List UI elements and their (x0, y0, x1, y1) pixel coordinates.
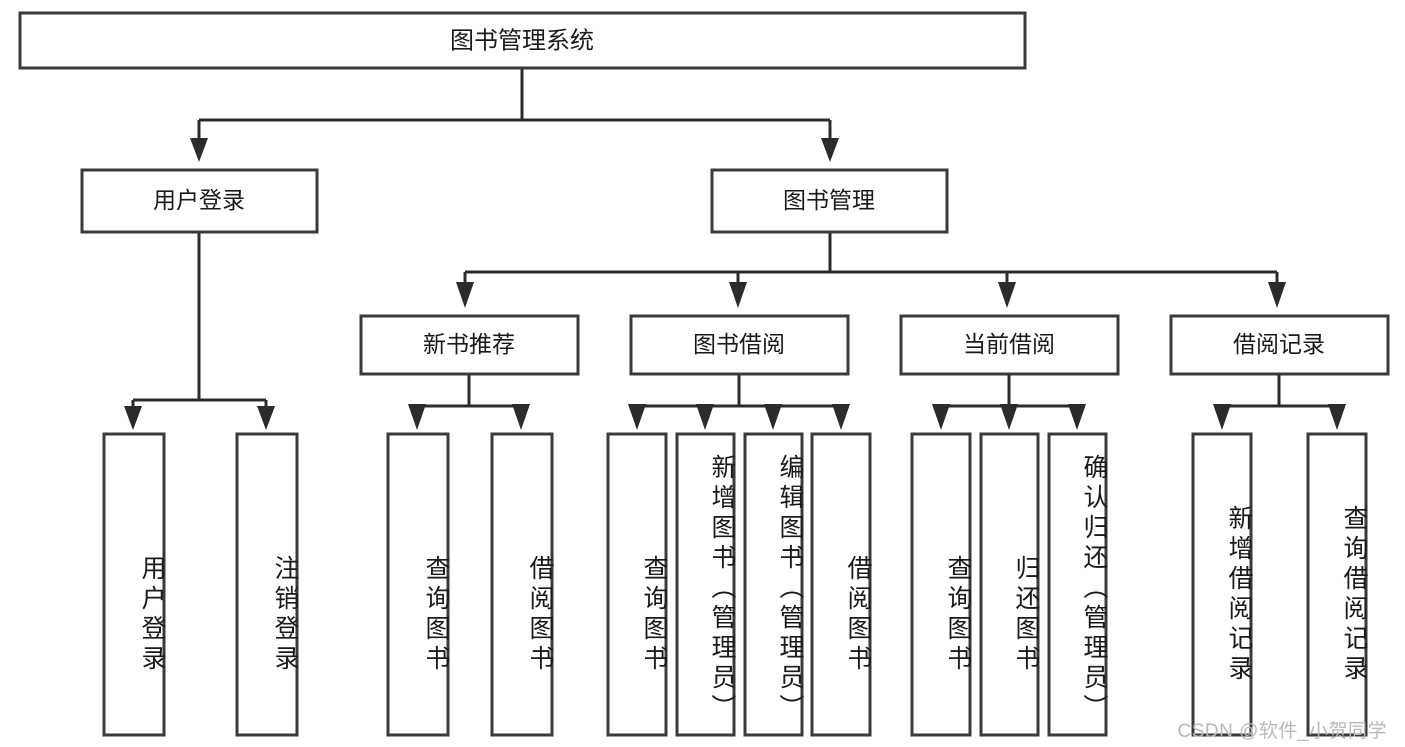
node-user-login[interactable]: 用户登录 (80, 168, 319, 234)
arrow-level3-4 (1268, 282, 1286, 308)
leaf-group-user-login (102, 432, 299, 737)
arrow-bookmgmt (821, 138, 839, 162)
arrow-leaf-record-1 (1213, 404, 1231, 430)
leaf-group-current-borrow (910, 432, 1108, 737)
arrow-leaf-newbook-1 (408, 404, 426, 430)
node-borrow-record-label: 借阅记录 (1233, 331, 1325, 357)
arrow-leaf-current-3 (1068, 404, 1086, 430)
arrow-leaf-user-login-2 (257, 406, 275, 430)
node-book-management-label: 图书管理 (783, 187, 875, 213)
arrow-leaf-user-login-1 (124, 406, 142, 430)
connector-group-bookmgmt (456, 232, 1286, 308)
node-root[interactable]: 图书管理系统 (18, 11, 1027, 70)
arrow-level3-3 (998, 282, 1016, 308)
node-root-label: 图书管理系统 (450, 27, 594, 54)
node-user-login-label: 用户登录 (153, 187, 245, 213)
leaf-box-user-login-2[interactable] (235, 432, 299, 737)
connector-group-record (1213, 374, 1346, 430)
node-borrow-record[interactable]: 借阅记录 (1169, 314, 1390, 376)
connector-group-current (932, 374, 1086, 430)
leaf-box-new-book-2[interactable] (490, 432, 554, 737)
leaf-box-current-borrow-3[interactable] (1047, 432, 1108, 737)
node-borrow-record-box[interactable] (1169, 314, 1390, 376)
leaf-box-book-borrow-1[interactable] (606, 432, 668, 737)
leaf-group-borrow-record (1191, 432, 1368, 737)
arrow-leaf-borrow-4 (832, 404, 850, 430)
node-book-borrow-box[interactable] (629, 314, 850, 376)
leaf-box-borrow-record-1[interactable] (1191, 432, 1253, 737)
leaf-box-current-borrow-1[interactable] (910, 432, 972, 737)
leaf-box-book-borrow-2[interactable] (675, 432, 736, 737)
arrow-leaf-current-1 (932, 404, 950, 430)
arrow-level3-1 (456, 282, 474, 308)
node-book-management-box[interactable] (710, 168, 949, 234)
arrow-leaf-newbook-2 (512, 404, 530, 430)
connector-group-userlogin (124, 232, 275, 430)
node-current-borrow-label: 当前借阅 (963, 331, 1055, 357)
node-book-management[interactable]: 图书管理 (710, 168, 949, 234)
node-new-book-recommend-box[interactable] (359, 314, 580, 376)
leaf-box-book-borrow-4[interactable] (810, 432, 872, 737)
node-new-book-recommend[interactable]: 新书推荐 (359, 314, 580, 376)
node-current-borrow[interactable]: 当前借阅 (899, 314, 1120, 376)
leaf-box-user-login-1[interactable] (102, 432, 166, 737)
arrow-leaf-borrow-1 (628, 404, 646, 430)
leaf-box-book-borrow-3[interactable] (743, 432, 804, 737)
node-current-borrow-box[interactable] (899, 314, 1120, 376)
connector-group-root (190, 68, 839, 162)
leaf-group-new-book (386, 432, 554, 737)
node-user-login-box[interactable] (80, 168, 319, 234)
connector-group-borrow (628, 374, 850, 430)
node-book-borrow[interactable]: 图书借阅 (629, 314, 850, 376)
leaf-box-current-borrow-2[interactable] (979, 432, 1040, 737)
watermark-text: CSDN @软件_小贺同学 (1177, 721, 1387, 742)
arrow-leaf-current-2 (1000, 404, 1018, 430)
arrow-leaf-record-2 (1328, 404, 1346, 430)
connector-group-newbook (408, 374, 530, 430)
leaf-box-borrow-record-2[interactable] (1306, 432, 1368, 737)
arrow-userlogin (190, 138, 208, 162)
leaf-group-book-borrow (606, 432, 872, 737)
arrow-level3-2 (729, 282, 747, 308)
arrow-leaf-borrow-3 (764, 404, 782, 430)
arrow-leaf-borrow-2 (696, 404, 714, 430)
node-book-borrow-label: 图书借阅 (693, 331, 785, 357)
leaf-box-new-book-1[interactable] (386, 432, 450, 737)
node-new-book-recommend-label: 新书推荐 (423, 331, 515, 357)
node-root-box[interactable] (18, 11, 1027, 70)
